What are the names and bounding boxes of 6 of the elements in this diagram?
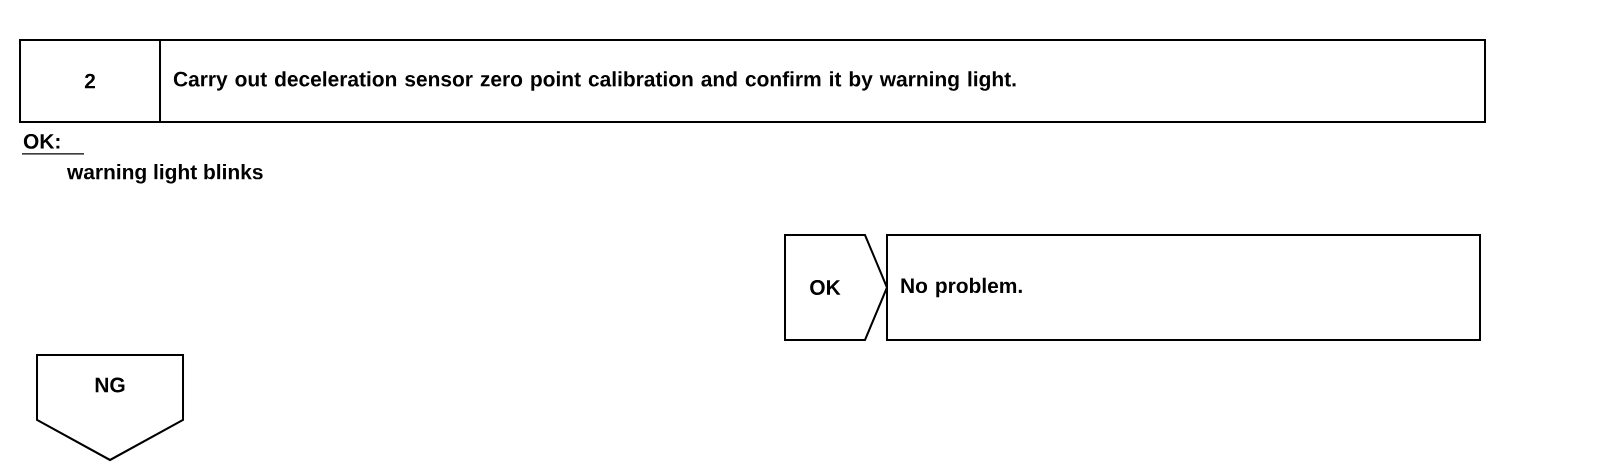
result-box: No problem.: [886, 234, 1481, 341]
number-cell: 2: [19, 39, 161, 123]
step-instruction-box: Carry out deceleration sensor zero point calibration and confirm it by warning light.: [159, 39, 1486, 123]
ok-chevron: OK: [784, 234, 889, 341]
condition-text: warning light blinks: [66, 164, 263, 184]
ng-chevron: NG: [36, 354, 184, 462]
